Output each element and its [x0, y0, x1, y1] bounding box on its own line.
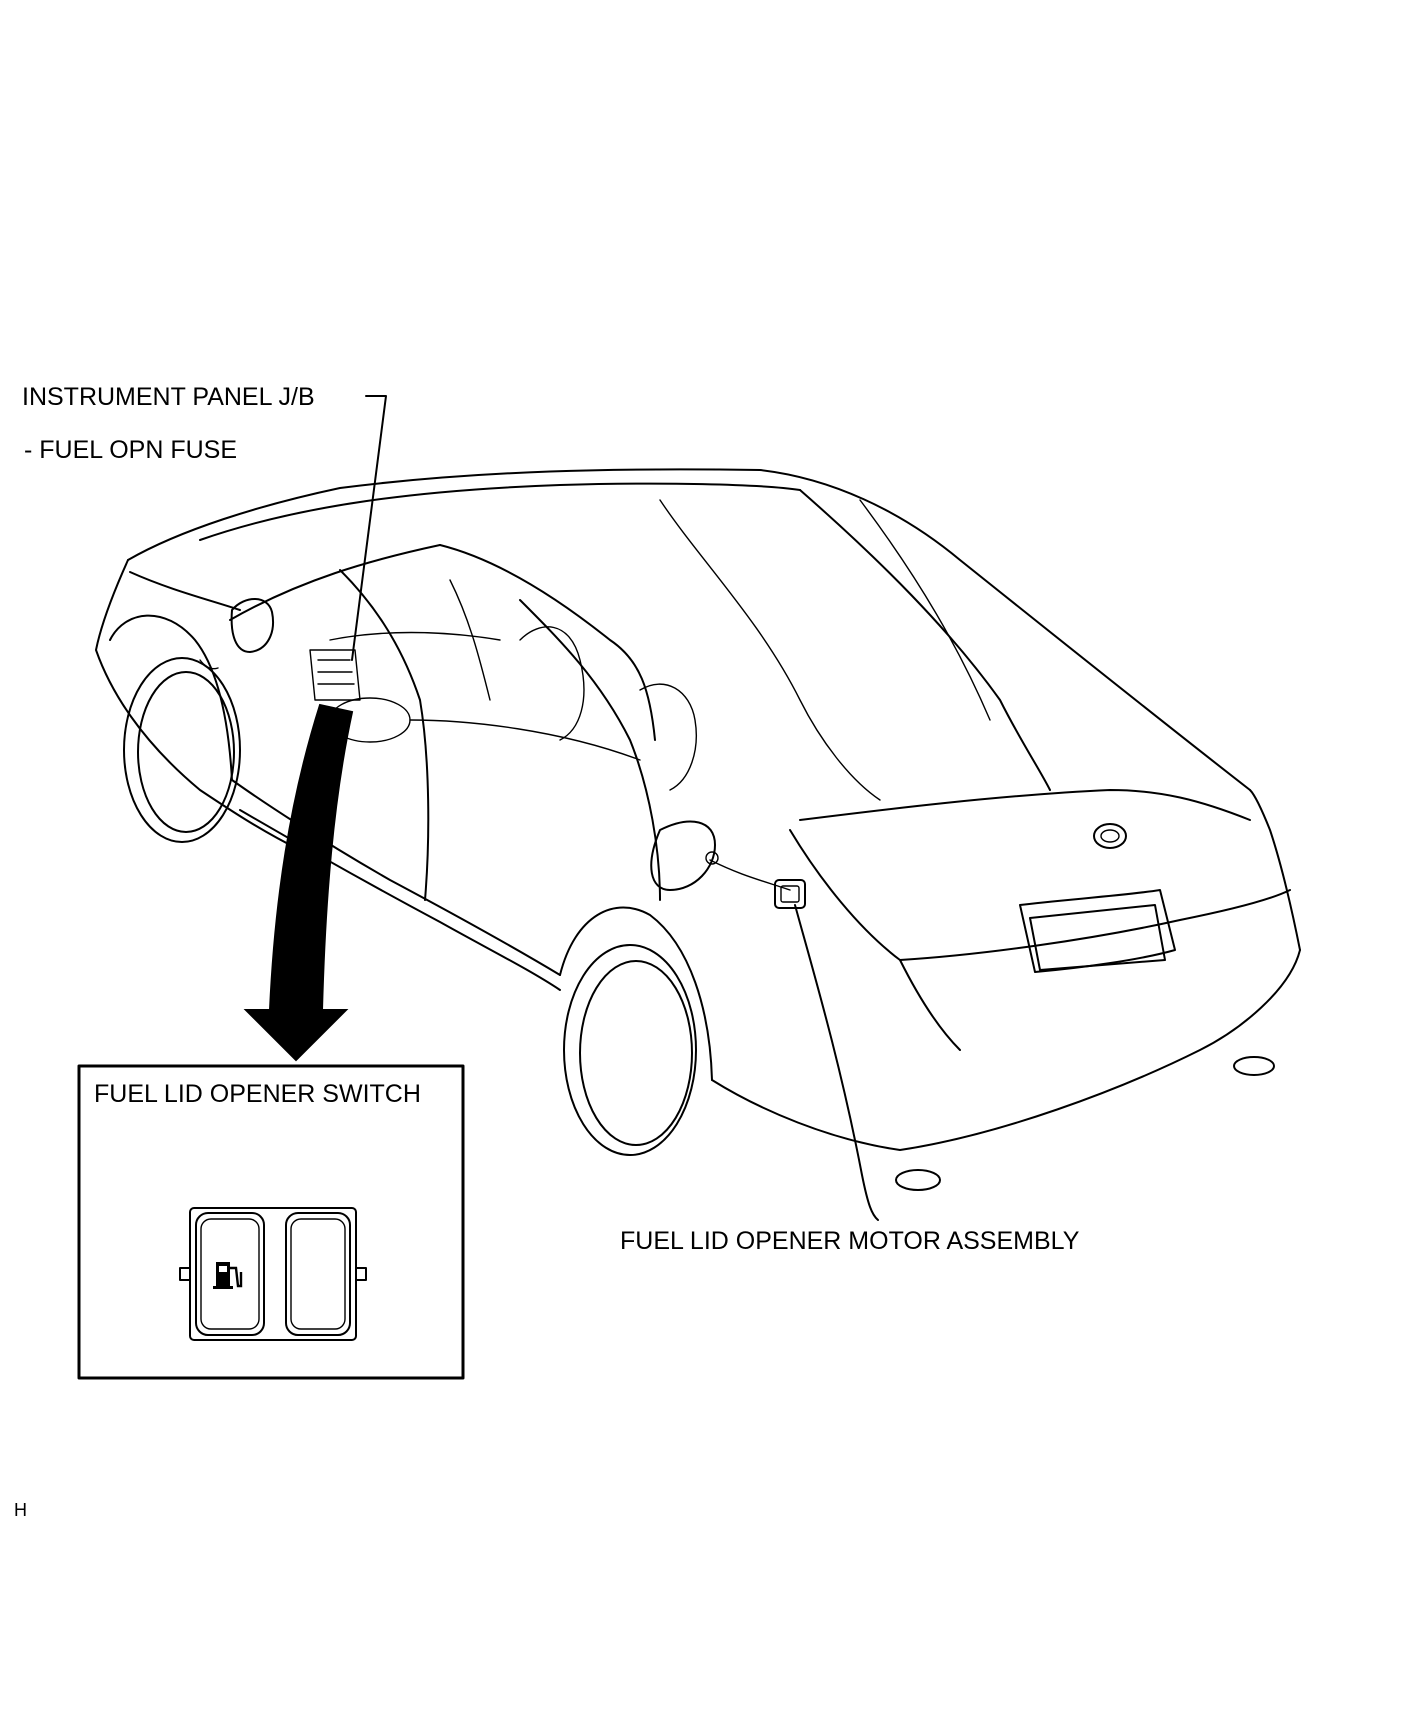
motor-label: FUEL LID OPENER MOTOR ASSEMBLY	[620, 1227, 1080, 1255]
switch-label: FUEL LID OPENER SWITCH	[94, 1080, 421, 1108]
down-arrow-icon	[243, 703, 354, 1062]
junction-block-label: INSTRUMENT PANEL J/B	[22, 383, 315, 411]
fuel-lid-opener-switch	[179, 1207, 367, 1341]
car-illustration	[95, 468, 1301, 1191]
switch-inset	[77, 1064, 465, 1380]
fuel-pump-icon	[213, 1262, 243, 1289]
leader-lines	[351, 395, 879, 1221]
fuse-label: - FUEL OPN FUSE	[24, 436, 237, 464]
corner-mark: H	[14, 1500, 27, 1520]
